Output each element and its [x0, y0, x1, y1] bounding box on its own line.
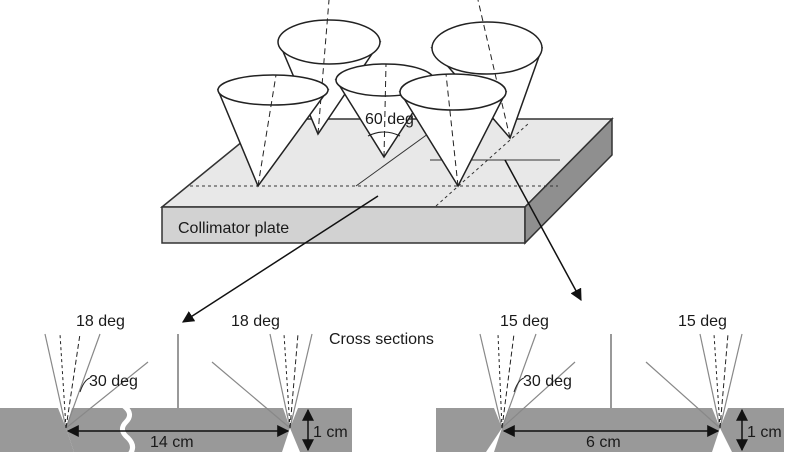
right-inner-angle-label: 30 deg: [523, 373, 572, 390]
left-thickness-label: 1 cm: [313, 424, 348, 441]
right-width-label: 6 cm: [586, 434, 621, 451]
right-thickness-label: 1 cm: [747, 424, 782, 441]
arrow-to-left-section: [181, 195, 379, 323]
cross-sections-title: Cross sections: [329, 331, 434, 348]
arrow-to-right-section: [504, 159, 582, 302]
left-width-label: 14 cm: [150, 434, 194, 451]
plate-label: Collimator plate: [178, 220, 289, 237]
right-angle-label: 15 deg: [678, 313, 727, 330]
left-slab: [66, 408, 352, 452]
right-slab: [494, 408, 784, 452]
right-angle-label: 15 deg: [500, 313, 549, 330]
left-slab: [0, 408, 74, 452]
right-cross-section: 15 deg 15 deg 30 deg 6 cm 1 cm: [436, 313, 784, 452]
plate-side-face: [524, 117, 613, 245]
left-cross-section: 18 deg 18 deg 30 deg 14 cm 1 cm: [0, 313, 352, 456]
cone-angle-label: 60 deg: [365, 111, 414, 128]
left-inner-angle-label: 30 deg: [89, 373, 138, 390]
cone: [216, 74, 330, 188]
cone: [277, 0, 382, 136]
left-angle-label: 18 deg: [231, 313, 280, 330]
cones: 60 deg: [216, 0, 544, 188]
right-slab: [436, 408, 502, 452]
cone: [398, 73, 508, 188]
left-angle-label: 18 deg: [76, 313, 125, 330]
